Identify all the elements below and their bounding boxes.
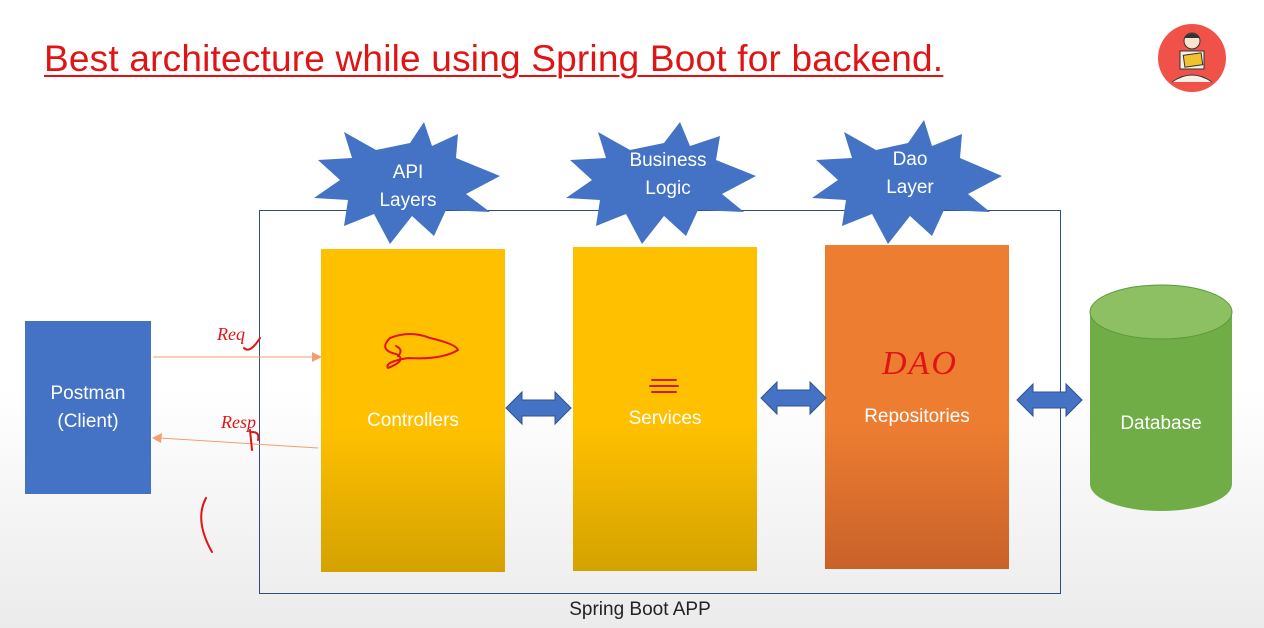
spring-boot-app-label: Spring Boot APP [569,599,711,620]
resp-handwriting: Resp [220,412,256,432]
services-repositories-arrow [760,380,827,416]
business-logic-burst [566,122,756,244]
business-logic-label: Business Logic [629,150,707,199]
dao-layer-label: Dao Layer [886,149,934,198]
req-tail-scribble [243,337,261,351]
services-scribble [649,379,679,393]
resp-tail-scribble [249,429,260,451]
controller-scribble [384,333,459,369]
postman-client-label: Postman (Client) [50,382,126,432]
controllers-layer: Controllers [321,249,505,572]
req-handwriting: Req [216,324,245,344]
dao-handwriting: DAO [881,345,958,382]
postman-client-box: Postman (Client) [25,321,151,494]
dao-layer-burst [812,120,1002,244]
repositories-layer: Repositories [825,245,1009,569]
services-layer: Services [573,247,757,571]
repositories-label: Repositories [864,406,970,427]
repositories-database-arrow [1016,382,1083,418]
controllers-services-arrow [505,390,572,426]
api-layers-label: API Layers [379,162,437,211]
presenter-avatar [1158,24,1226,92]
api-layers-burst [314,122,500,244]
controllers-label: Controllers [367,409,459,431]
bracket-scribble [200,497,213,553]
page-title: Best architecture while using Spring Boo… [44,38,944,79]
request-arrow [153,352,322,362]
response-arrow [152,433,319,449]
database-label: Database [1120,413,1202,434]
services-label: Services [628,408,702,429]
database-cylinder [1089,284,1233,511]
